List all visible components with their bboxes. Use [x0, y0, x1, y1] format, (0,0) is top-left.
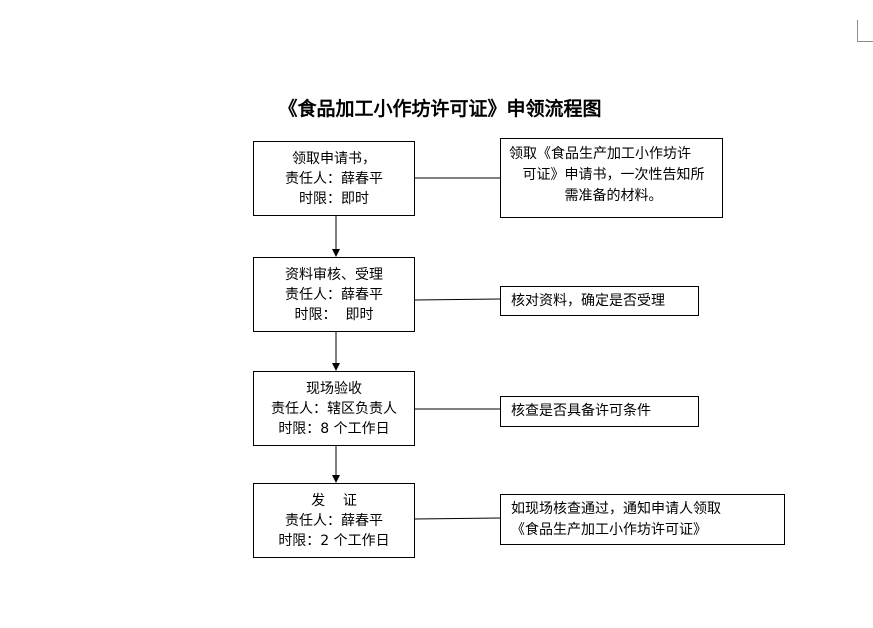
- step-box-review-accept: 资料审核、受理 责任人：薛春平 时限： 即时: [253, 257, 415, 332]
- step-box-collect-application: 领取申请书， 责任人：薛春平 时限：即时: [253, 141, 415, 216]
- diagram-title: 《食品加工小作坊许可证》申领流程图: [278, 98, 602, 120]
- note-line: 可证》申请书，一次性告知所: [522, 167, 705, 183]
- step-box-issue-license: 发 证 责任人：薛春平 时限：2 个工作日: [253, 483, 415, 558]
- step-responsible: 责任人：薛春平: [285, 512, 383, 529]
- step-name: 领取申请书，: [292, 150, 376, 167]
- note-line: 核查是否具备许可条件: [511, 403, 651, 419]
- connector-step2-note2: [414, 298, 501, 301]
- note-box-check-conditions: 核查是否具备许可条件: [500, 396, 699, 427]
- step-responsible: 责任人：薛春平: [285, 286, 383, 303]
- step-name: 发 证: [311, 492, 357, 509]
- step-responsible: 责任人：薛春平: [285, 170, 383, 187]
- note-box-notify-collection: 如现场核查通过，通知申请人领取 《食品生产加工小作坊许可证》: [500, 494, 785, 545]
- note-line: 如现场核查通过，通知申请人领取: [511, 501, 721, 517]
- step-responsible: 责任人：辖区负责人: [271, 400, 397, 417]
- step-name: 现场验收: [306, 380, 362, 397]
- note-box-application-info: 领取《食品生产加工小作坊许 可证》申请书，一次性告知所 需准备的材料。: [500, 138, 723, 218]
- note-box-verify-documents: 核对资料，确定是否受理: [500, 286, 699, 316]
- step-name: 资料审核、受理: [285, 266, 383, 283]
- note-line: 《食品生产加工小作坊许可证》: [511, 522, 707, 538]
- connector-step4-note4: [414, 517, 501, 520]
- page-corner-mark: [857, 20, 873, 42]
- step-time-limit: 时限：8 个工作日: [278, 420, 390, 437]
- note-line: 核对资料，确定是否受理: [511, 293, 665, 309]
- step-time-limit: 时限：即时: [299, 190, 369, 207]
- step-time-limit: 时限：2 个工作日: [278, 532, 390, 549]
- step-time-limit: 时限： 即时: [294, 306, 374, 323]
- step-box-site-inspection: 现场验收 责任人：辖区负责人 时限：8 个工作日: [253, 371, 415, 446]
- note-line: 领取《食品生产加工小作坊许: [509, 146, 691, 162]
- note-line: 需准备的材料。: [564, 188, 663, 204]
